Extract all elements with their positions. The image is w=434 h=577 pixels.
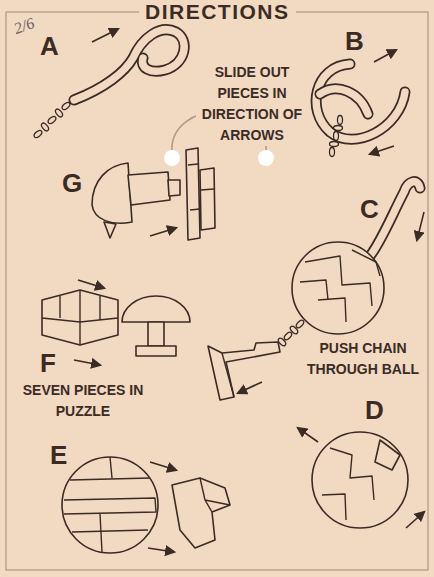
chain-link	[338, 116, 343, 125]
block-piece	[128, 172, 170, 205]
direction-arrow	[148, 548, 174, 552]
step-letter: F	[40, 350, 56, 376]
instruction-note: SLIDE OUT PIECES IN DIRECTION OF ARROWS	[196, 62, 308, 146]
ball-seam	[330, 448, 374, 500]
step-a-hook	[33, 29, 184, 139]
dome-piece	[92, 163, 132, 223]
step-letter: C	[360, 196, 379, 222]
step-f-pieces	[42, 280, 190, 365]
mushroom-cap	[122, 296, 190, 322]
step-letter: A	[40, 33, 59, 59]
block-detail	[42, 290, 118, 345]
ball-seam	[64, 478, 156, 532]
piece-tip	[104, 222, 116, 238]
chain-link	[330, 142, 339, 147]
step-c-ball	[208, 182, 424, 400]
direction-arrow	[150, 228, 176, 236]
ball-seam	[352, 250, 380, 276]
loop-fill	[320, 89, 368, 114]
step-letter: E	[50, 442, 67, 468]
ball-seam	[100, 457, 112, 552]
block-piece	[42, 290, 118, 345]
chain-link	[295, 319, 305, 329]
card-title: DIRECTIONS	[139, 0, 296, 24]
ball-seam	[318, 298, 346, 322]
chain-link	[334, 132, 339, 141]
step-d-ball	[298, 428, 424, 528]
direction-arrow	[78, 280, 104, 288]
h-piece-bar	[186, 148, 200, 240]
chain-link	[289, 325, 299, 335]
hook-fill	[74, 30, 184, 100]
loop-outline	[320, 89, 368, 114]
chain-link	[33, 129, 43, 139]
price-mark: 2/6	[12, 15, 37, 37]
card-border	[6, 12, 428, 570]
block-tab	[168, 180, 180, 196]
piece-detail	[200, 478, 230, 512]
direction-arrow	[406, 512, 424, 528]
mushroom-base	[136, 346, 176, 356]
puzzle-ball	[312, 432, 408, 528]
step-letter: D	[365, 397, 384, 423]
chain-link	[283, 331, 293, 341]
direction-arrow	[417, 212, 424, 240]
puzzle-ball	[62, 457, 158, 553]
chain-link	[61, 101, 71, 111]
step-b-horseshoe	[316, 50, 405, 157]
direction-arrow	[150, 462, 176, 470]
instruction-note: PUSH CHAIN THROUGH BALL	[302, 338, 424, 380]
direction-arrow	[92, 29, 118, 42]
l-piece	[208, 342, 280, 400]
hook-outline	[74, 30, 184, 100]
step-g-pieces	[92, 148, 215, 240]
sliding-piece	[172, 478, 230, 548]
direction-arrow	[238, 382, 262, 393]
h-piece-bar	[200, 168, 215, 230]
chain-link	[334, 126, 343, 131]
horseshoe-fill	[316, 64, 405, 139]
puzzle-ball	[292, 242, 384, 334]
step-letter: G	[62, 170, 82, 196]
instruction-note: SEVEN PIECES IN PUZZLE	[18, 380, 148, 422]
punch-hole	[164, 150, 180, 166]
step-e-ball	[62, 457, 230, 553]
horseshoe-outline	[316, 64, 405, 139]
h-piece-detail	[188, 164, 214, 210]
chain-link	[330, 148, 335, 157]
step-letter: B	[345, 28, 364, 54]
mushroom-stem	[148, 322, 164, 346]
l-piece-edge	[222, 353, 234, 397]
direction-arrow	[298, 428, 318, 442]
chain-link	[47, 115, 57, 125]
punch-hole	[258, 150, 274, 166]
direction-arrow	[74, 360, 100, 365]
direction-arrow	[374, 50, 396, 62]
direction-arrow	[370, 146, 394, 154]
ball-seam	[322, 494, 346, 520]
ball-seam	[300, 280, 328, 300]
sliding-piece	[375, 440, 400, 470]
